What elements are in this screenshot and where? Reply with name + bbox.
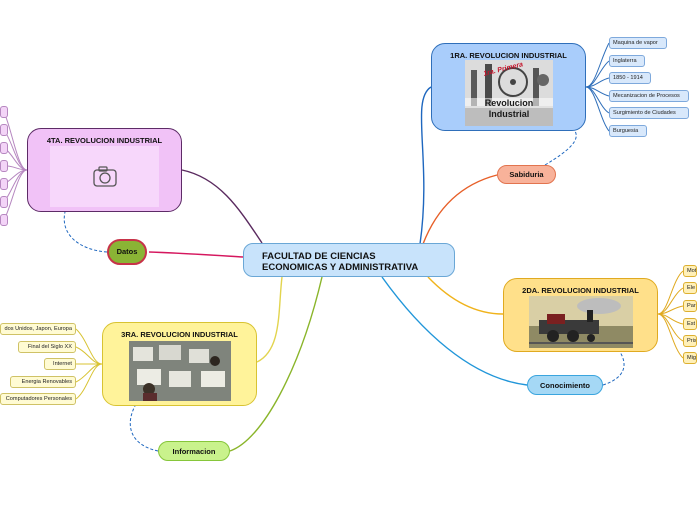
leaf-first[interactable]: Mecanizacion de Procesos: [609, 90, 689, 102]
leaf-fourth[interactable]: [0, 214, 8, 226]
camera-icon: [93, 166, 117, 187]
leaf-third[interactable]: Internet: [44, 358, 76, 370]
image-caption-line1: Revolucion: [465, 98, 553, 108]
leaf-third[interactable]: Computadores Personales: [0, 393, 76, 405]
computers-illustration: [129, 341, 231, 401]
topic-third-revolution[interactable]: 3RA. REVOLUCION INDUSTRIAL: [102, 322, 257, 406]
dashed-informacion-t3: [129, 405, 159, 452]
central-title-line2: ECONOMICAS Y ADMINISTRATIVA: [262, 262, 419, 273]
factory-illustration: [465, 60, 553, 126]
leaf-second[interactable]: Pris: [683, 335, 697, 347]
leaf-second[interactable]: Mot: [683, 265, 697, 277]
leaf-first[interactable]: Surgimiento de Ciudades: [609, 107, 689, 119]
dashed-datos-t4: [63, 211, 108, 253]
leaf-second[interactable]: Est: [683, 318, 697, 330]
leaf-fourth[interactable]: [0, 196, 8, 208]
topic-fourth-revolution[interactable]: 4TA. REVOLUCION INDUSTRIAL: [27, 128, 182, 212]
note-informacion[interactable]: Informacion: [158, 441, 230, 461]
topic-title: 2DA. REVOLUCION INDUSTRIAL: [522, 286, 639, 295]
leaf-fourth[interactable]: [0, 160, 8, 172]
central-title-line1: FACULTAD DE CIENCIAS: [262, 251, 376, 262]
leaf-second[interactable]: Mig: [683, 352, 697, 364]
first-revolution-image: 1ra. Primera Revolucion Industrial: [465, 60, 553, 126]
leaf-first[interactable]: Inglaterra: [609, 55, 645, 67]
leaf-fourth[interactable]: [0, 178, 8, 190]
link-central-t4: [181, 169, 263, 244]
leaf-first[interactable]: Burguesia: [609, 125, 647, 137]
central-topic[interactable]: FACULTAD DE CIENCIAS ECONOMICAS Y ADMINI…: [243, 243, 455, 277]
note-sabiduria[interactable]: Sabiduria: [497, 165, 556, 184]
image-caption-line2: Industrial: [488, 109, 530, 119]
link-central-datos: [148, 251, 244, 258]
topic-title: 3RA. REVOLUCION INDUSTRIAL: [121, 330, 238, 339]
leaf-fourth[interactable]: [0, 124, 8, 136]
locomotive-illustration: [529, 296, 633, 348]
topic-title: 1RA. REVOLUCION INDUSTRIAL: [450, 51, 567, 60]
leaf-fourth[interactable]: [0, 142, 8, 154]
leaf-third[interactable]: dos Unidos, Japon, Europa: [0, 323, 76, 335]
link-central-t1: [419, 86, 432, 245]
image-placeholder[interactable]: [50, 146, 159, 207]
link-central-sabiduria: [422, 174, 498, 245]
link-central-t2: [427, 276, 504, 315]
leaf-second[interactable]: Par: [683, 300, 697, 312]
topic-second-revolution[interactable]: 2DA. REVOLUCION INDUSTRIAL: [503, 278, 658, 352]
second-revolution-image: [529, 296, 633, 348]
link-central-t3: [256, 276, 283, 363]
topic-title: 4TA. REVOLUCION INDUSTRIAL: [46, 136, 163, 145]
link-central-informacion: [229, 276, 323, 452]
note-conocimiento[interactable]: Conocimiento: [527, 375, 603, 395]
leaf-first[interactable]: 1850 - 1914: [609, 72, 651, 84]
leaf-third[interactable]: Final del Siglo XX: [18, 341, 76, 353]
dashed-conocimiento-t2: [602, 351, 625, 386]
topic-first-revolution[interactable]: 1RA. REVOLUCION INDUSTRIAL 1ra. Primera …: [431, 43, 586, 131]
third-revolution-image: [129, 341, 231, 401]
note-datos[interactable]: Datos: [107, 239, 147, 265]
link-central-conocimiento: [381, 276, 528, 386]
leaf-first[interactable]: Maquina de vapor: [609, 37, 667, 49]
leaf-second[interactable]: Ele: [683, 282, 697, 294]
leaf-third[interactable]: Energia Renovables: [10, 376, 76, 388]
leaf-fourth[interactable]: [0, 106, 8, 118]
dashed-sabiduria-t1: [544, 130, 577, 166]
